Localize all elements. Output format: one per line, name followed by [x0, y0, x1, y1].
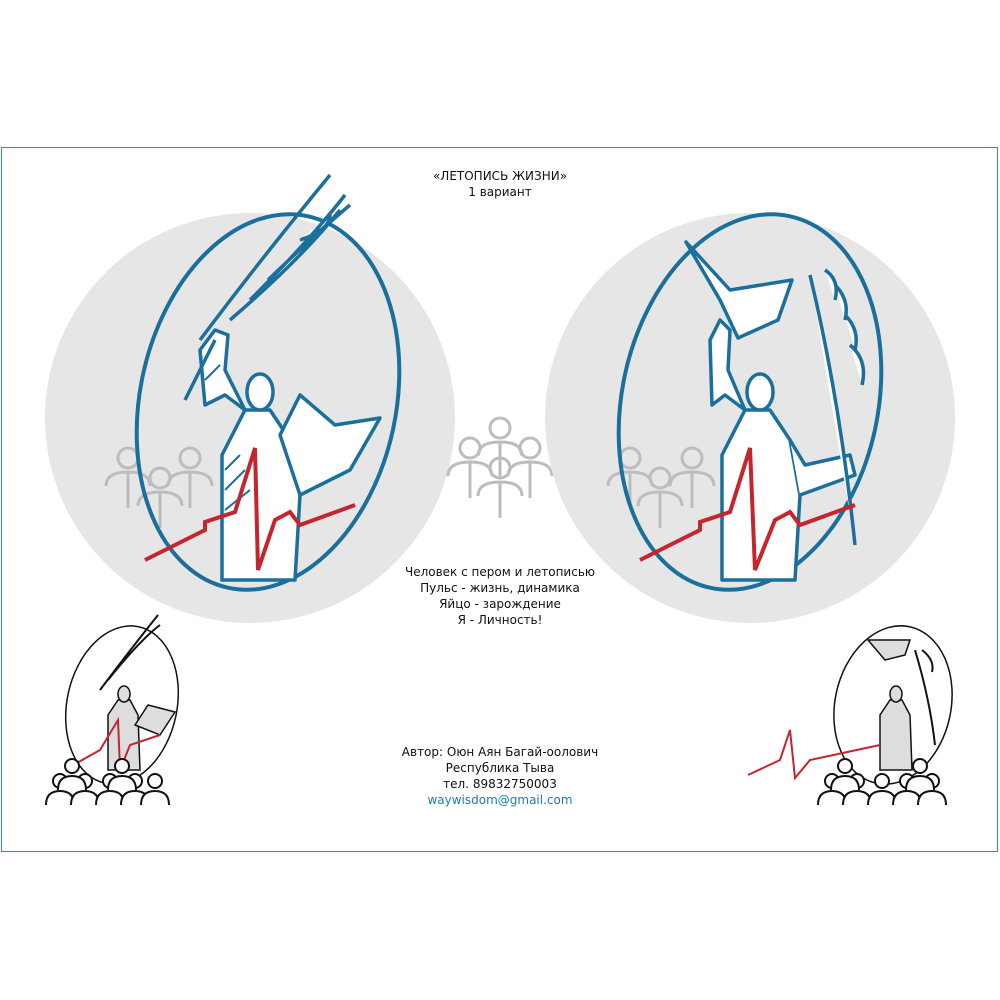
author-phone: тел. 89832750003 — [443, 777, 557, 791]
description-line: Пульс - жизнь, динамика — [420, 581, 580, 595]
logo-variant-left — [45, 173, 455, 623]
page-title: «ЛЕТОПИСЬ ЖИЗНИ» — [432, 169, 568, 183]
logo-small-right — [747, 625, 953, 806]
person-figure — [684, 240, 866, 582]
author-info: Автор: Оюн Аян Багай-оолович Республика … — [300, 744, 700, 808]
hatching-lines — [204, 364, 251, 511]
description-line: Человек с пером и летописью — [404, 565, 596, 579]
crowd-icon-middle — [446, 416, 554, 520]
page-frame — [1, 147, 998, 852]
author-name: Автор: Оюн Аян Багай-оолович — [401, 745, 599, 759]
header: «ЛЕТОПИСЬ ЖИЗНИ» 1 вариант — [300, 168, 700, 200]
description-line: Я - Личность! — [457, 613, 543, 627]
author-region: Республика Тыва — [445, 761, 555, 775]
logo-small-left — [45, 614, 180, 806]
egg-ellipse — [134, 212, 402, 592]
author-email-link[interactable]: waywisdom@gmail.com — [427, 793, 573, 807]
egg-ellipse — [616, 212, 884, 592]
description-line: Яйцо - зарождение — [439, 597, 561, 611]
person-figure — [183, 173, 382, 582]
variant-label: 1 вариант — [468, 185, 532, 199]
logo-variant-right — [545, 212, 955, 623]
description: Человек с пером и летописью Пульс - жизн… — [300, 564, 700, 628]
pulse-line — [144, 447, 356, 571]
pulse-line — [639, 447, 856, 571]
